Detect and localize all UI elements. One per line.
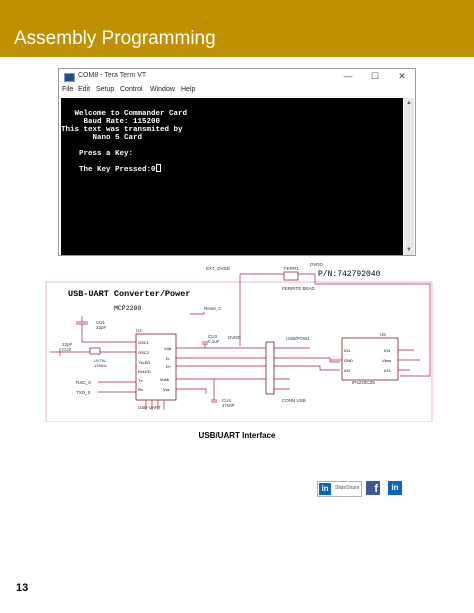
menu-window[interactable]: Window [150, 86, 175, 93]
ip4220-chip [341, 337, 399, 381]
label-cu2-val: 22pF [62, 342, 73, 347]
tera-term-window: COM8 - Tera Term VT — ☐ ✕ File Edit Setu… [58, 68, 416, 256]
pin-label: IO2 [344, 368, 351, 373]
label-reset: Reset_C [204, 306, 222, 311]
vertical-scrollbar[interactable]: ▲ ▼ [404, 98, 414, 255]
terminal-line-key: The Key Pressed:0 [61, 164, 161, 175]
wire [176, 341, 266, 349]
wire [50, 348, 136, 356]
label-cu3-val: 0.1uF [208, 339, 220, 344]
label-ferrite-bead: FERRITE BEAD [282, 286, 316, 291]
crystal-symbol [89, 347, 101, 355]
terminal-screen[interactable]: Welcome to Commander Card Baud Rate: 115… [61, 98, 403, 255]
maximize-button[interactable]: ☐ [370, 71, 380, 81]
wire [190, 312, 205, 315]
terminal-line: Nano 5 Card [61, 134, 143, 142]
label-usb-pow1: USB/POW1 [286, 336, 310, 341]
pin-label: Vusb [160, 377, 170, 382]
label-cu4-val: 470nF [222, 403, 235, 408]
label-cu1: CU1 [96, 320, 105, 325]
pin-label: IO3 [384, 368, 391, 373]
linkedin-logo-icon: in [319, 483, 331, 495]
label-ip4220: IP4220CZ6 [352, 380, 375, 385]
usb-connector [265, 341, 275, 395]
part-number: P/N:742792040 [318, 270, 381, 279]
label-txd: TXD_S [76, 390, 91, 395]
schematic-title: USB-UART Converter/Power [68, 289, 190, 299]
wire [315, 283, 431, 377]
window-titlebar: COM8 - Tera Term VT — ☐ ✕ [59, 69, 415, 85]
label-u4: U4 [136, 328, 142, 333]
wire [176, 357, 266, 394]
label-usb-uart: USB-UART [138, 405, 161, 410]
pin-label: D- [166, 356, 171, 361]
pin-label: Rx [138, 387, 143, 392]
menu-edit[interactable]: Edit [78, 86, 91, 93]
pin-label: RxLED [138, 369, 151, 374]
label-u5: U5 [380, 332, 386, 337]
pin-label: Tx [138, 378, 142, 383]
terminal-key-text: The Key Pressed:0 [61, 166, 156, 174]
terminal-line: Press a Key: [61, 150, 134, 158]
label-mcp2200: MCP2200 [114, 305, 141, 312]
linkedin-slideshare-badge[interactable]: in SlideShare [317, 481, 362, 497]
label-dvdd: DVDD [310, 262, 324, 267]
terminal-line: Baud Rate: 115200 [61, 118, 161, 126]
section-banner: Assembly Programming [0, 0, 474, 57]
usb-uart-schematic: USB-UART Converter/Power P/N:742792040 E… [45, 262, 433, 422]
section-title: Assembly Programming [14, 28, 216, 49]
pin-label: IO4 [384, 348, 391, 353]
terminal-line: This text was transmited by [61, 126, 183, 134]
wire [211, 379, 217, 403]
ferrite-bead-symbol [283, 271, 299, 281]
minimize-button[interactable]: — [343, 71, 353, 81]
pin-label: D+ [166, 364, 172, 369]
pin-label: Vss [163, 387, 170, 392]
wire [330, 349, 420, 371]
label-dvdd-2: DVDD [228, 335, 242, 340]
figure-caption: USB/UART Interface [198, 431, 276, 440]
label-ext-dvdd: EXT_DVDD [206, 266, 231, 271]
terminal-app-icon [64, 73, 75, 82]
label-cu3: CU3 [208, 334, 217, 339]
wire [76, 316, 136, 343]
label-cu2: CU2 [62, 347, 71, 352]
wire [274, 347, 340, 390]
label-uxtal-val: 12MHz [94, 363, 107, 368]
window-title: COM8 - Tera Term VT [78, 72, 147, 79]
pin-label: TxLED [138, 360, 150, 365]
wire [240, 273, 316, 284]
wire [145, 400, 165, 410]
scroll-up-arrow-icon[interactable]: ▲ [406, 100, 412, 106]
label-cu1-val: 22pF [96, 325, 107, 330]
terminal-cursor [155, 164, 161, 172]
pin-label: IO1 [344, 348, 351, 353]
close-button[interactable]: ✕ [398, 71, 406, 81]
pin-label: Vbus [382, 358, 391, 363]
wire [98, 381, 136, 393]
menu-help[interactable]: Help [181, 86, 196, 93]
schematic-frame [45, 281, 433, 422]
menu-file[interactable]: File [62, 86, 74, 93]
page-number: 13 [16, 582, 29, 594]
linkedin-icon[interactable]: in [388, 481, 402, 495]
terminal-line: Welcome to Commander Card [61, 110, 188, 118]
label-cu4: CU4 [222, 398, 231, 403]
pin-label: Vdd [164, 346, 171, 351]
pin-label: GND [344, 358, 353, 363]
label-rxd: RXD_S [76, 380, 91, 385]
menu-setup[interactable]: Setup [96, 86, 115, 93]
pin-label: OSC2 [138, 350, 150, 355]
mcp2200-chip [135, 333, 177, 401]
scroll-down-arrow-icon[interactable]: ▼ [406, 247, 412, 253]
menu-control[interactable]: Control [120, 86, 143, 93]
slideshare-label: SlideShare [335, 485, 360, 491]
label-ferr1: FERR1 [284, 266, 299, 271]
pin-label: OSC1 [138, 340, 150, 345]
menu-bar: File Edit Setup Control Window Help [59, 85, 415, 96]
label-conn-usb: CONN USB [282, 398, 306, 403]
label-uxtal: UXTAL [94, 358, 107, 363]
facebook-icon[interactable]: f [366, 481, 380, 495]
